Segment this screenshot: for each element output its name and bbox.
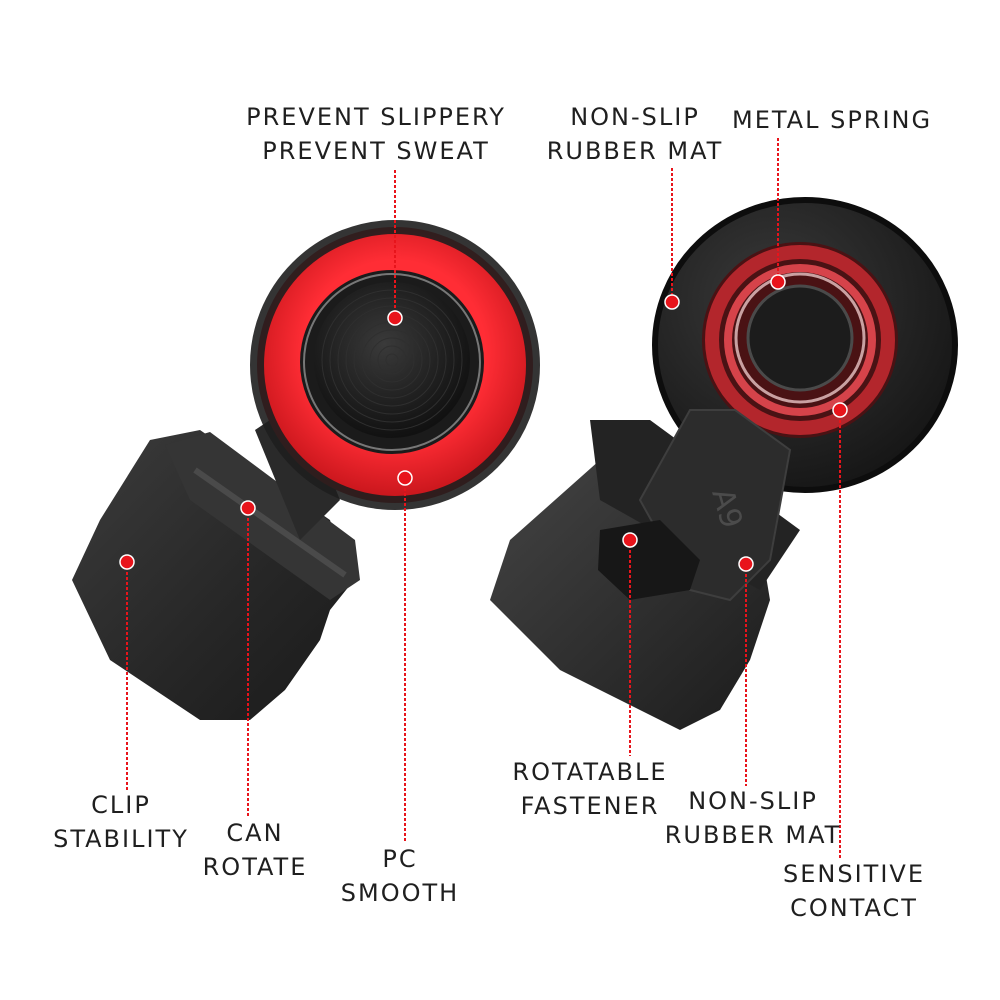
label-nonslip-bottom-line-1: NON-SLIP bbox=[688, 787, 818, 815]
label-sensitive: SENSITIVE CONTACT bbox=[780, 857, 928, 925]
callout-dot-nonslip-bottom bbox=[738, 556, 754, 572]
left-hinge-line bbox=[193, 467, 347, 578]
label-rotatable: ROTATABLE FASTENER bbox=[506, 755, 674, 823]
label-pc-smooth-line-1: PC bbox=[382, 845, 418, 873]
callout-dot-metal-spring bbox=[770, 274, 786, 290]
callout-dot-sensitive bbox=[832, 402, 848, 418]
left-trigger bbox=[72, 220, 540, 720]
left-button-grooves bbox=[321, 289, 463, 431]
right-contact-center bbox=[748, 286, 852, 390]
label-clip-line-1: CLIP bbox=[91, 791, 151, 819]
right-spring-ring-inner bbox=[724, 264, 876, 416]
callout-dot-pc-smooth bbox=[397, 470, 413, 486]
label-sensitive-line-2: CONTACT bbox=[790, 894, 918, 922]
left-button-face bbox=[314, 282, 470, 438]
label-metal-spring: METAL SPRING bbox=[732, 103, 932, 137]
left-button-rim bbox=[303, 273, 481, 451]
label-prevent: PREVENT SLIPPERY PREVENT SWEAT bbox=[236, 100, 516, 168]
label-prevent-line-2: PREVENT SWEAT bbox=[262, 137, 490, 165]
label-sensitive-line-1: SENSITIVE bbox=[783, 860, 925, 888]
callout-dots bbox=[119, 274, 848, 572]
right-spring-ring bbox=[705, 245, 895, 435]
label-can-rotate-line-2: ROTATE bbox=[202, 853, 308, 881]
label-nonslip-top: NON-SLIP RUBBER MAT bbox=[540, 100, 730, 168]
label-clip-line-2: STABILITY bbox=[53, 825, 189, 853]
callout-dot-prevent bbox=[387, 310, 403, 326]
label-nonslip-top-line-2: RUBBER MAT bbox=[546, 137, 724, 165]
label-pc-smooth-line-2: SMOOTH bbox=[340, 879, 460, 907]
label-metal-spring-line-1: METAL SPRING bbox=[732, 106, 933, 134]
label-nonslip-top-line-1: NON-SLIP bbox=[570, 103, 700, 131]
callout-lines bbox=[126, 138, 841, 860]
label-rotatable-line-1: ROTATABLE bbox=[512, 758, 668, 786]
label-rotatable-line-2: FASTENER bbox=[520, 792, 660, 820]
right-trigger: A9 bbox=[490, 197, 958, 730]
callout-dot-rotatable bbox=[622, 532, 638, 548]
right-disc-edge bbox=[652, 197, 958, 493]
right-contact-rim bbox=[746, 284, 854, 392]
callout-dot-can-rotate bbox=[240, 500, 256, 516]
label-can-rotate: CAN ROTATE bbox=[196, 816, 314, 884]
label-prevent-line-1: PREVENT SLIPPERY bbox=[246, 103, 506, 131]
label-clip: CLIP STABILITY bbox=[48, 788, 194, 856]
right-spring-highlight bbox=[734, 272, 866, 404]
label-pc-smooth: PC SMOOTH bbox=[334, 842, 466, 910]
label-nonslip-bottom: NON-SLIP RUBBER MAT bbox=[662, 784, 844, 852]
callout-dot-clip bbox=[119, 554, 135, 570]
callout-dot-nonslip-top bbox=[664, 294, 680, 310]
label-nonslip-bottom-line-2: RUBBER MAT bbox=[664, 821, 842, 849]
label-can-rotate-line-1: CAN bbox=[226, 819, 284, 847]
